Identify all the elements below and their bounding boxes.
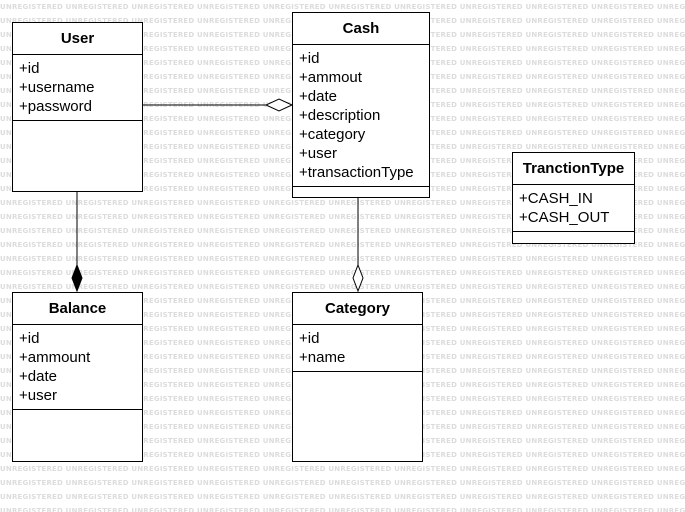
class-name: TranctionType: [513, 153, 634, 185]
attribute: +date: [19, 368, 57, 385]
class-user[interactable]: User +id +username +password: [12, 22, 143, 192]
attribute: +id: [19, 60, 40, 77]
attribute: +description: [299, 107, 381, 124]
aggregation-diamond: [352, 263, 364, 293]
attribute-list: +id +ammount +date +user: [13, 325, 142, 410]
class-tranction-type[interactable]: TranctionType +CASH_IN +CASH_OUT: [512, 152, 635, 244]
attribute-list: +id +name: [293, 325, 422, 372]
class-name: Category: [293, 293, 422, 325]
class-balance[interactable]: Balance +id +ammount +date +user: [12, 292, 143, 462]
attribute: +ammount: [19, 349, 91, 366]
attribute: +username: [19, 79, 95, 96]
class-name: Cash: [293, 13, 429, 45]
attribute: +password: [19, 98, 92, 115]
attribute: +CASH_OUT: [519, 209, 610, 226]
attribute: +id: [299, 330, 320, 347]
attribute: +id: [19, 330, 40, 347]
attribute: +CASH_IN: [519, 190, 593, 207]
class-category[interactable]: Category +id +name: [292, 292, 423, 462]
attribute: +name: [299, 349, 346, 366]
attribute: +transactionType: [299, 164, 414, 181]
attribute-list: +CASH_IN +CASH_OUT: [513, 185, 634, 232]
attribute: +category: [299, 126, 366, 143]
attribute: +user: [19, 387, 57, 404]
attribute-list: +id +ammout +date +description +category…: [293, 45, 429, 187]
composition-diamond: [71, 263, 83, 293]
attribute-list: +id +username +password: [13, 55, 142, 121]
class-name: Balance: [13, 293, 142, 325]
attribute: +id: [299, 50, 320, 67]
aggregation-diamond: [264, 98, 294, 112]
class-name: User: [13, 23, 142, 55]
attribute: +date: [299, 88, 337, 105]
attribute: +ammout: [299, 69, 362, 86]
attribute: +user: [299, 145, 337, 162]
class-cash[interactable]: Cash +id +ammout +date +description +cat…: [292, 12, 430, 198]
